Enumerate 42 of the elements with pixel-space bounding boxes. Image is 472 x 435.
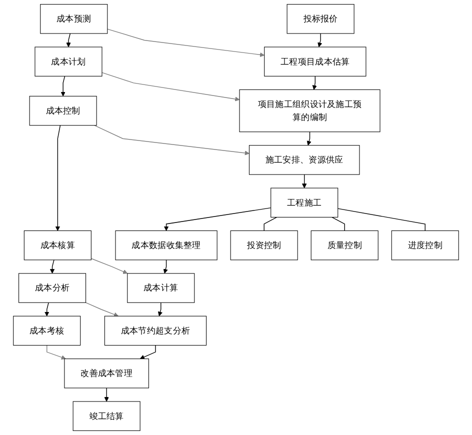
arrow	[66, 33, 71, 48]
arrow	[46, 344, 66, 360]
connector	[264, 216, 278, 232]
arrow	[55, 125, 61, 231]
node-box: 施工安排、资源供应	[248, 145, 360, 175]
node-box: 工程施工	[270, 188, 338, 218]
node-box: 项目施工组织设计及施工预算的编制	[239, 89, 380, 132]
arrow	[163, 260, 168, 274]
node-box: 进度控制	[391, 230, 459, 260]
arrow	[60, 76, 66, 96]
arrow	[318, 33, 322, 48]
arrow	[104, 388, 109, 402]
node-box: 改善成本管理	[64, 358, 149, 388]
node-box: 投资控制	[230, 230, 298, 260]
node-box: 成本控制	[29, 96, 97, 126]
arrow	[302, 174, 307, 188]
arrow	[158, 302, 163, 316]
arrow	[94, 125, 250, 156]
arrow	[306, 132, 312, 146]
node-box: 成本节约超支分析	[104, 316, 207, 346]
arrow	[90, 258, 128, 274]
node-box: 成本分析	[18, 273, 86, 303]
connector	[332, 216, 345, 232]
arrow	[44, 302, 50, 316]
node-box: 成本数据收集整理	[115, 230, 218, 260]
connector	[338, 208, 426, 232]
node-box: 成本考核	[13, 316, 81, 346]
node-box: 质量控制	[310, 230, 378, 260]
arrow	[102, 72, 240, 102]
arrow	[140, 344, 156, 360]
arrow	[50, 260, 55, 274]
arrow	[85, 302, 119, 317]
node-box: 工程项目成本估算	[264, 46, 366, 76]
arrow	[164, 207, 272, 231]
arrow	[107, 28, 265, 58]
arrow	[312, 76, 318, 90]
node-box: 成本核算	[24, 230, 92, 260]
node-box: 投标报价	[286, 4, 354, 34]
node-box: 成本计算	[127, 273, 195, 303]
node-box: 成本预测	[40, 4, 108, 34]
node-box: 成本计划	[34, 46, 102, 76]
node-box: 竣工结算	[72, 401, 140, 431]
